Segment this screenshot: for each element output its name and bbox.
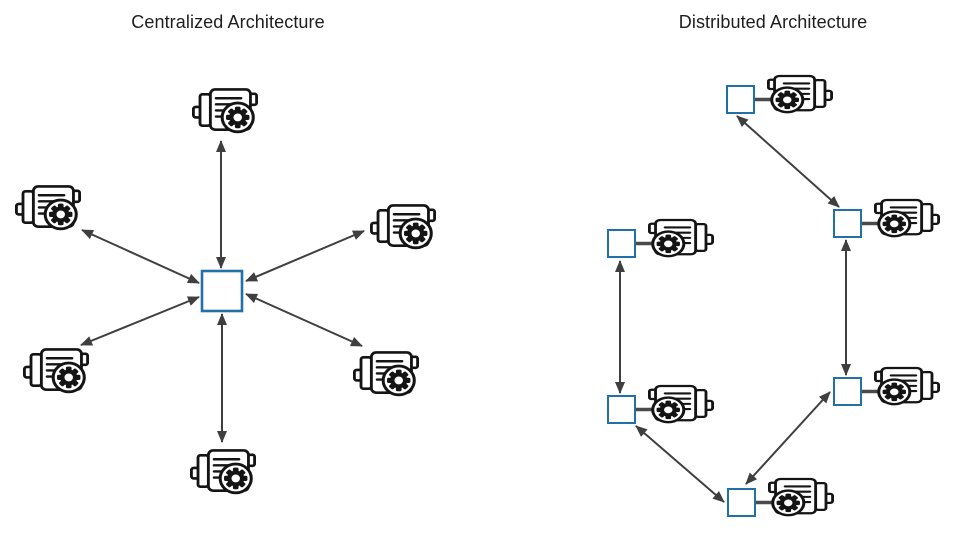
node-square <box>607 229 636 258</box>
motor-icon <box>875 368 938 404</box>
link-arrow <box>635 425 725 503</box>
diagram-title-centralized: Centralized Architecture <box>131 12 325 32</box>
motor-icon <box>354 352 417 394</box>
motor-icon <box>193 89 256 131</box>
node-square <box>607 395 636 424</box>
link-arrow <box>245 293 363 347</box>
motor-icon <box>768 76 831 112</box>
node-square <box>833 377 862 406</box>
node-square <box>726 85 755 114</box>
node-square <box>833 209 862 238</box>
hub-square <box>200 269 244 313</box>
link-arrow <box>80 296 200 346</box>
distributed-diagram <box>607 76 939 517</box>
link-arrow <box>736 115 840 208</box>
motor-icon <box>769 479 832 515</box>
diagram-title-distributed: Distributed Architecture <box>678 12 868 32</box>
link-arrow <box>745 391 831 485</box>
motor-icon <box>16 186 79 228</box>
link-arrow <box>245 230 365 282</box>
motor-icon <box>24 349 87 391</box>
motor-icon <box>191 450 254 492</box>
node-square <box>727 488 756 517</box>
centralized-diagram <box>16 89 434 492</box>
motor-icon <box>649 386 712 422</box>
motor-icon <box>649 220 712 256</box>
link-arrow <box>81 229 200 284</box>
motor-icon <box>371 205 434 247</box>
motor-icon <box>875 200 938 236</box>
